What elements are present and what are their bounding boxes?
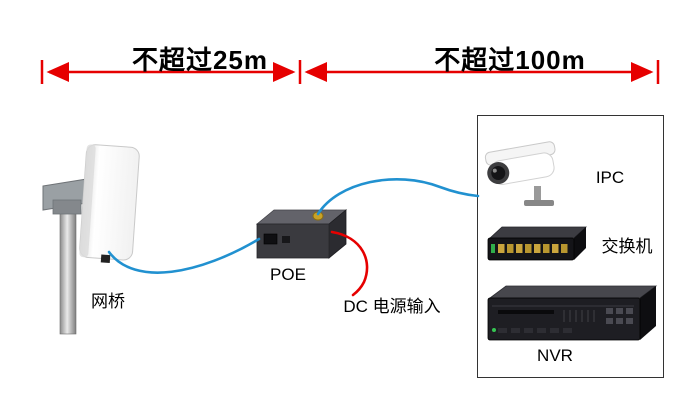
- switch-top-face: [488, 226, 588, 239]
- poe-injector-image: [255, 209, 348, 259]
- dc-power-label: DC 电源输入: [343, 297, 441, 316]
- poe-label: POE: [270, 265, 306, 284]
- switch-ports: [498, 244, 568, 253]
- nvr-lower-detail: [498, 328, 572, 333]
- camera-bracket-base: [524, 200, 554, 206]
- switch-image: [487, 226, 588, 261]
- mount-bracket-clamp: [52, 199, 82, 215]
- bridge-device-image: [42, 144, 140, 335]
- bridge-label: 网桥: [91, 292, 125, 311]
- nvr-top-face: [488, 285, 658, 299]
- nvr-label: NVR: [537, 346, 573, 365]
- poe-gold-connector: [312, 211, 324, 221]
- antenna-panel: [79, 144, 140, 264]
- nvr-side-face: [640, 286, 656, 340]
- switch-led: [491, 244, 495, 253]
- ipc-camera-image: [484, 141, 556, 206]
- dimension-label-100m: 不超过100m: [434, 45, 586, 75]
- nvr-image: [487, 285, 658, 341]
- camera-bracket-arm: [534, 186, 541, 202]
- nvr-disc-slot: [498, 310, 554, 314]
- poe-aux-port: [282, 236, 290, 243]
- switch-label: 交换机: [601, 237, 653, 256]
- poe-lan-port: [263, 233, 278, 245]
- nvr-power-led: [492, 328, 496, 332]
- antenna-cable-gland: [100, 254, 111, 264]
- camera-lens-glint: [492, 168, 497, 173]
- switch-side-face: [574, 227, 586, 260]
- nvr-buttons: [606, 308, 633, 324]
- ipc-label: IPC: [595, 168, 625, 187]
- dimension-label-25m: 不超过25m: [131, 45, 269, 75]
- nvr-vents: [563, 310, 595, 322]
